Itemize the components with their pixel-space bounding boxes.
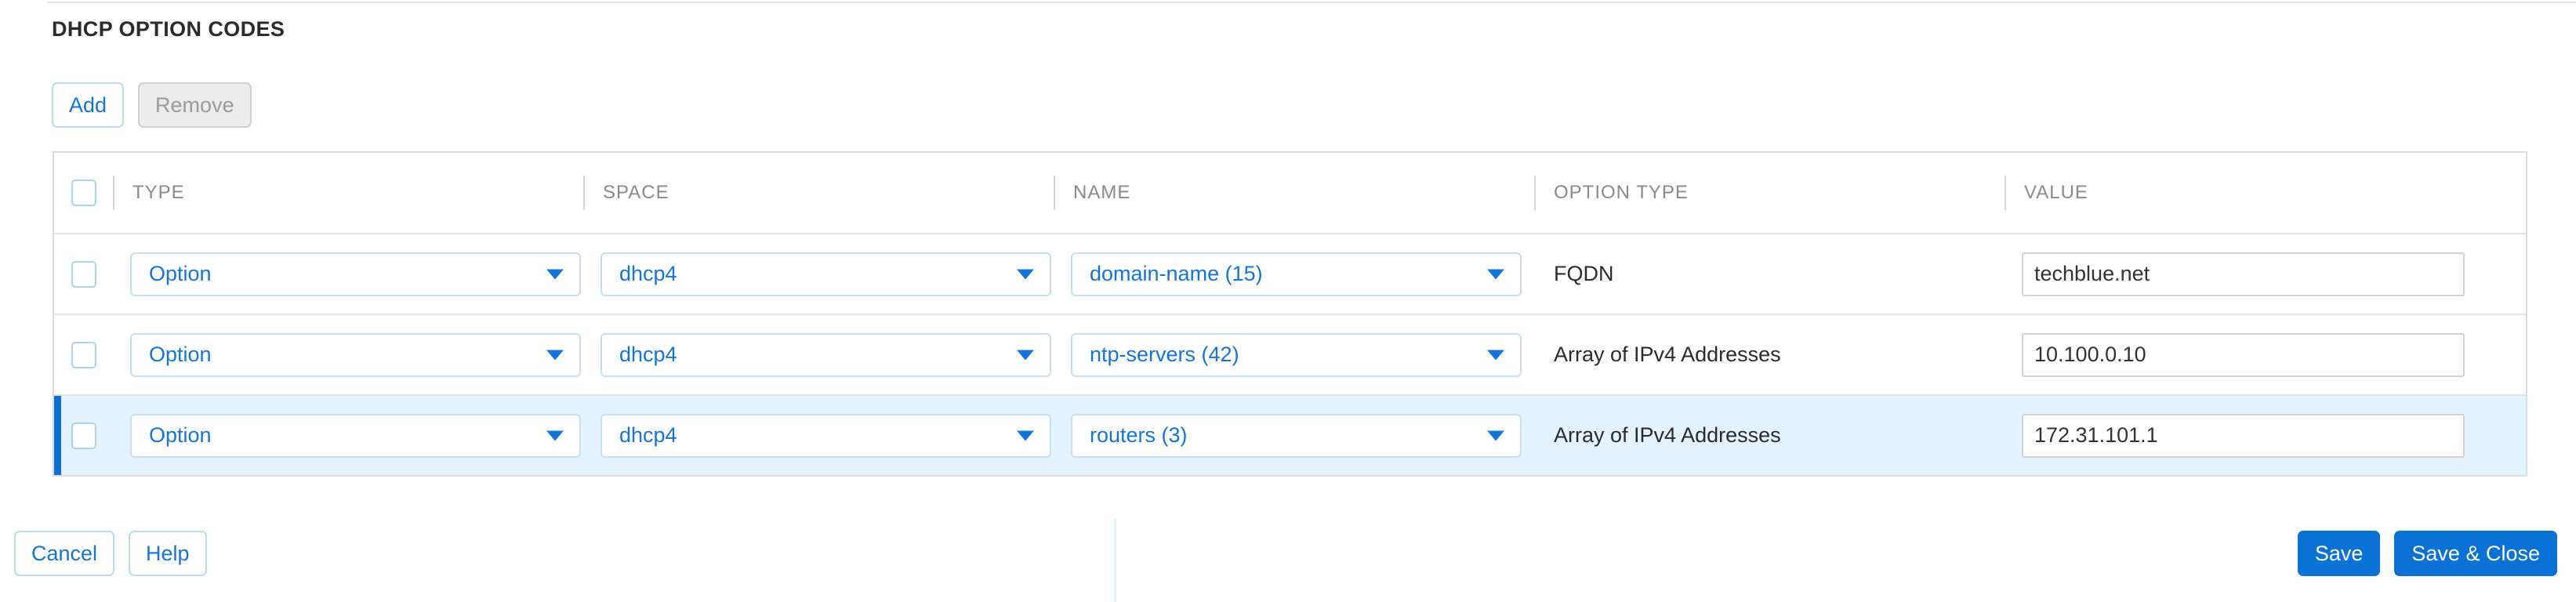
column-header-label: NAME: [1073, 182, 1131, 203]
row-checkbox[interactable]: [71, 422, 96, 449]
help-button[interactable]: Help: [129, 531, 207, 576]
column-header-label: SPACE: [603, 182, 669, 203]
dialog-footer: Cancel Help Save Save & Close: [0, 513, 2576, 602]
footer-divider: [1114, 518, 1116, 602]
row-option-type-cell: Array of IPv4 Addresses: [1534, 396, 2005, 475]
name-select[interactable]: routers (3): [1071, 413, 1522, 458]
column-header-space[interactable]: SPACE: [583, 153, 1054, 233]
row-space-cell: dhcp4: [583, 315, 1054, 394]
chevron-down-icon: [546, 430, 564, 441]
value-input[interactable]: [2022, 252, 2465, 296]
column-header-option-type[interactable]: OPTION TYPE: [1534, 153, 2005, 233]
table-row[interactable]: Option dhcp4 routers (3) Array of IPv4 A…: [54, 394, 2526, 475]
column-divider: [113, 176, 114, 210]
footer-right-actions: Save Save & Close: [2297, 531, 2557, 576]
column-header-value[interactable]: VALUE: [2005, 153, 2526, 233]
row-value-cell: [2005, 315, 2526, 394]
space-select-value: dhcp4: [619, 262, 677, 285]
value-input[interactable]: [2022, 332, 2465, 377]
row-selected-indicator: [54, 396, 61, 475]
page-title: DHCP OPTION CODES: [52, 17, 285, 41]
column-divider: [2005, 176, 2006, 210]
row-name-cell: routers (3): [1054, 396, 1534, 475]
name-select-value: ntp-servers (42): [1090, 343, 1239, 366]
name-select-value: domain-name (15): [1090, 262, 1263, 285]
select-all-cell: [54, 153, 113, 233]
row-type-cell: Option: [113, 396, 583, 475]
table-row[interactable]: Option dhcp4 ntp-servers (42) Array of I…: [54, 314, 2526, 394]
row-select-cell: [54, 315, 113, 394]
type-select-value: Option: [149, 423, 212, 447]
table-row[interactable]: Option dhcp4 domain-name (15) FQDN: [54, 233, 2526, 314]
dhcp-option-codes-table: TYPE SPACE NAME OPTION TYPE VALUE: [53, 151, 2527, 477]
footer-left-actions: Cancel Help: [14, 531, 207, 576]
value-input[interactable]: [2022, 413, 2465, 458]
row-select-cell: [54, 396, 113, 475]
row-checkbox[interactable]: [71, 341, 96, 368]
select-all-checkbox[interactable]: [71, 180, 96, 206]
space-select-value: dhcp4: [619, 343, 677, 366]
name-select[interactable]: ntp-servers (42): [1071, 332, 1522, 377]
cancel-button[interactable]: Cancel: [14, 531, 115, 576]
chevron-down-icon: [1017, 269, 1034, 279]
chevron-down-icon: [1017, 350, 1034, 360]
chevron-down-icon: [1017, 430, 1034, 441]
column-divider: [1054, 176, 1055, 210]
type-select-value: Option: [149, 343, 212, 366]
name-select-value: routers (3): [1090, 423, 1188, 447]
row-value-cell: [2005, 396, 2526, 475]
space-select-value: dhcp4: [619, 423, 677, 447]
row-option-type-cell: FQDN: [1534, 234, 2005, 314]
row-space-cell: dhcp4: [583, 234, 1054, 314]
column-header-label: VALUE: [2024, 182, 2088, 203]
option-type-text: Array of IPv4 Addresses: [1554, 343, 1781, 366]
remove-button[interactable]: Remove: [138, 82, 252, 128]
row-select-cell: [54, 234, 113, 314]
add-button[interactable]: Add: [52, 82, 125, 128]
column-divider: [1534, 176, 1536, 210]
type-select-value: Option: [149, 262, 212, 285]
space-select[interactable]: dhcp4: [600, 413, 1051, 458]
name-select[interactable]: domain-name (15): [1071, 252, 1522, 296]
type-select[interactable]: Option: [130, 332, 581, 377]
save-and-close-button[interactable]: Save & Close: [2394, 531, 2557, 576]
top-divider: [47, 2, 2576, 3]
option-type-text: Array of IPv4 Addresses: [1554, 423, 1781, 447]
table-toolbar: Add Remove: [52, 82, 252, 128]
row-space-cell: dhcp4: [583, 396, 1054, 475]
row-value-cell: [2005, 234, 2526, 314]
column-header-type[interactable]: TYPE: [113, 153, 583, 233]
row-checkbox[interactable]: [71, 260, 96, 288]
type-select[interactable]: Option: [130, 413, 581, 458]
chevron-down-icon: [546, 269, 564, 279]
table-header-row: TYPE SPACE NAME OPTION TYPE VALUE: [54, 153, 2526, 233]
row-name-cell: ntp-servers (42): [1054, 315, 1534, 394]
chevron-down-icon: [1487, 430, 1504, 441]
space-select[interactable]: dhcp4: [600, 252, 1051, 296]
option-type-text: FQDN: [1554, 262, 1614, 285]
space-select[interactable]: dhcp4: [600, 332, 1051, 377]
save-button[interactable]: Save: [2297, 531, 2381, 576]
chevron-down-icon: [1487, 269, 1504, 279]
chevron-down-icon: [546, 350, 564, 360]
column-divider: [583, 176, 585, 210]
row-option-type-cell: Array of IPv4 Addresses: [1534, 315, 2005, 394]
column-header-label: TYPE: [132, 182, 185, 203]
column-header-name[interactable]: NAME: [1054, 153, 1534, 233]
row-name-cell: domain-name (15): [1054, 234, 1534, 314]
row-type-cell: Option: [113, 315, 583, 394]
row-type-cell: Option: [113, 234, 583, 314]
chevron-down-icon: [1487, 350, 1504, 360]
type-select[interactable]: Option: [130, 252, 581, 296]
column-header-label: OPTION TYPE: [1554, 182, 1689, 203]
